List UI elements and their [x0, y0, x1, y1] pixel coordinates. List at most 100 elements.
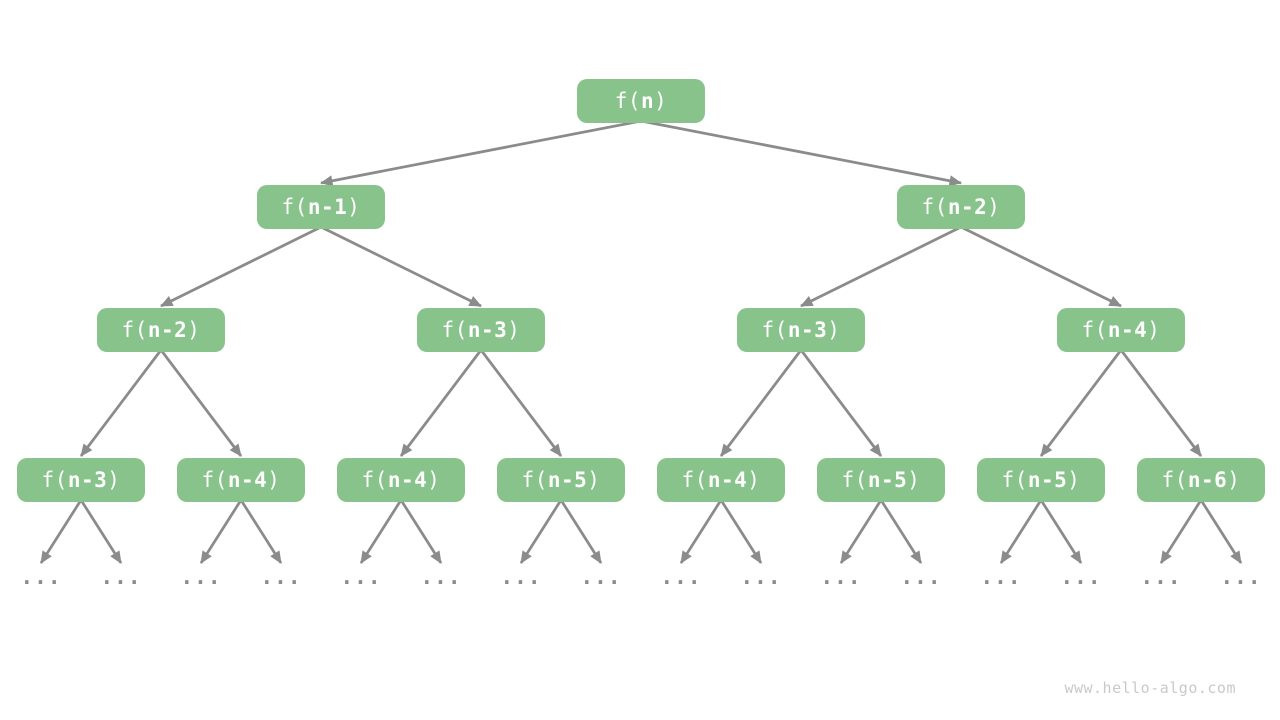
edge-arrow: [1119, 349, 1203, 457]
ellipsis-leaf: ...: [500, 565, 542, 589]
node-label-inner: n-4: [387, 468, 428, 492]
edge-arrow: [640, 119, 962, 187]
edge-arrow: [519, 499, 563, 564]
node-label-inner: n-3: [467, 318, 508, 342]
node-label-suffix: ): [654, 89, 668, 113]
edge-arrow: [39, 499, 83, 564]
tree-node: f(n-4): [337, 458, 465, 502]
node-label-inner: n-5: [547, 468, 588, 492]
node-label-prefix: f(: [281, 195, 308, 219]
tree-node: f(n-1): [257, 185, 385, 229]
node-label-suffix: ): [507, 318, 521, 342]
edge-arrow: [320, 225, 482, 308]
edge-arrow: [559, 499, 603, 564]
tree-node: f(n-5): [817, 458, 945, 502]
node-label-inner: n-5: [1027, 468, 1068, 492]
ellipsis-leaf: ...: [1140, 565, 1182, 589]
ellipsis-leaf: ...: [20, 565, 62, 589]
edge-arrow: [79, 349, 163, 457]
node-label-prefix: f(: [1081, 318, 1108, 342]
node-label-prefix: f(: [761, 318, 788, 342]
node-label-prefix: f(: [1161, 468, 1188, 492]
node-label-prefix: f(: [361, 468, 388, 492]
node-label-prefix: f(: [1001, 468, 1028, 492]
tree-node: f(n-4): [1057, 308, 1185, 352]
node-label-suffix: ): [427, 468, 441, 492]
edge-arrow: [719, 499, 763, 564]
edge-arrow: [879, 499, 923, 564]
node-label-inner: n-1: [307, 195, 348, 219]
node-label-inner: n-4: [227, 468, 268, 492]
node-label-inner: n-5: [867, 468, 908, 492]
node-label-prefix: f(: [614, 89, 641, 113]
ellipsis-leaf: ...: [340, 565, 382, 589]
edge-arrow: [239, 499, 283, 564]
edge-arrow: [359, 499, 403, 564]
ellipsis-leaf: ...: [100, 565, 142, 589]
edge-arrow: [679, 499, 723, 564]
node-label-inner: n: [640, 89, 655, 113]
ellipsis-leaf: ...: [820, 565, 862, 589]
node-label-inner: n-3: [67, 468, 108, 492]
node-label-inner: n-4: [1107, 318, 1148, 342]
edge-arrow: [1039, 349, 1123, 457]
tree-node: f(n-6): [1137, 458, 1265, 502]
node-label-suffix: ): [747, 468, 761, 492]
edge-arrow: [399, 499, 443, 564]
tree-node: f(n): [577, 79, 705, 123]
ellipsis-leaf: ...: [580, 565, 622, 589]
edge-arrow: [1039, 499, 1083, 564]
edge-arrow: [199, 499, 243, 564]
node-label-inner: n-6: [1187, 468, 1228, 492]
edge-arrow: [960, 225, 1122, 308]
tree-node: f(n-5): [977, 458, 1105, 502]
edge-arrow: [1159, 499, 1203, 564]
node-label-suffix: ): [1067, 468, 1081, 492]
tree-node: f(n-3): [417, 308, 545, 352]
node-label-suffix: ): [267, 468, 281, 492]
node-label-suffix: ): [347, 195, 361, 219]
watermark: www.hello-algo.com: [1064, 679, 1236, 697]
node-label-prefix: f(: [121, 318, 148, 342]
node-label-suffix: ): [1147, 318, 1161, 342]
ellipsis-leaf: ...: [740, 565, 782, 589]
edge-arrow: [839, 499, 883, 564]
edge-arrow: [1199, 499, 1243, 564]
node-label-suffix: ): [907, 468, 921, 492]
node-label-prefix: f(: [521, 468, 548, 492]
tree-node: f(n-4): [177, 458, 305, 502]
node-label-suffix: ): [587, 468, 601, 492]
tree-node: f(n-3): [17, 458, 145, 502]
node-label-suffix: ): [107, 468, 121, 492]
ellipsis-leaf: ...: [420, 565, 462, 589]
node-label-inner: n-4: [707, 468, 748, 492]
edge-arrow: [160, 225, 322, 308]
node-label-inner: n-2: [147, 318, 188, 342]
tree-node: f(n-5): [497, 458, 625, 502]
ellipsis-leaf: ...: [260, 565, 302, 589]
tree-node: f(n-4): [657, 458, 785, 502]
ellipsis-leaf: ...: [900, 565, 942, 589]
edge-arrow: [79, 499, 123, 564]
node-label-prefix: f(: [841, 468, 868, 492]
edge-arrow: [399, 349, 483, 457]
edge-arrow: [159, 349, 243, 457]
node-label-suffix: ): [987, 195, 1001, 219]
ellipsis-leaf: ...: [180, 565, 222, 589]
edge-arrow: [999, 499, 1043, 564]
tree-node: f(n-2): [897, 185, 1025, 229]
edge-arrow: [800, 225, 962, 308]
node-label-prefix: f(: [921, 195, 948, 219]
node-label-suffix: ): [827, 318, 841, 342]
node-label-suffix: ): [187, 318, 201, 342]
node-label-prefix: f(: [201, 468, 228, 492]
edge-arrow: [719, 349, 803, 457]
node-label-suffix: ): [1227, 468, 1241, 492]
node-label-inner: n-2: [947, 195, 988, 219]
tree-node: f(n-2): [97, 308, 225, 352]
ellipsis-leaf: ...: [1060, 565, 1102, 589]
edge-arrow: [479, 349, 563, 457]
ellipsis-leaf: ...: [1220, 565, 1262, 589]
